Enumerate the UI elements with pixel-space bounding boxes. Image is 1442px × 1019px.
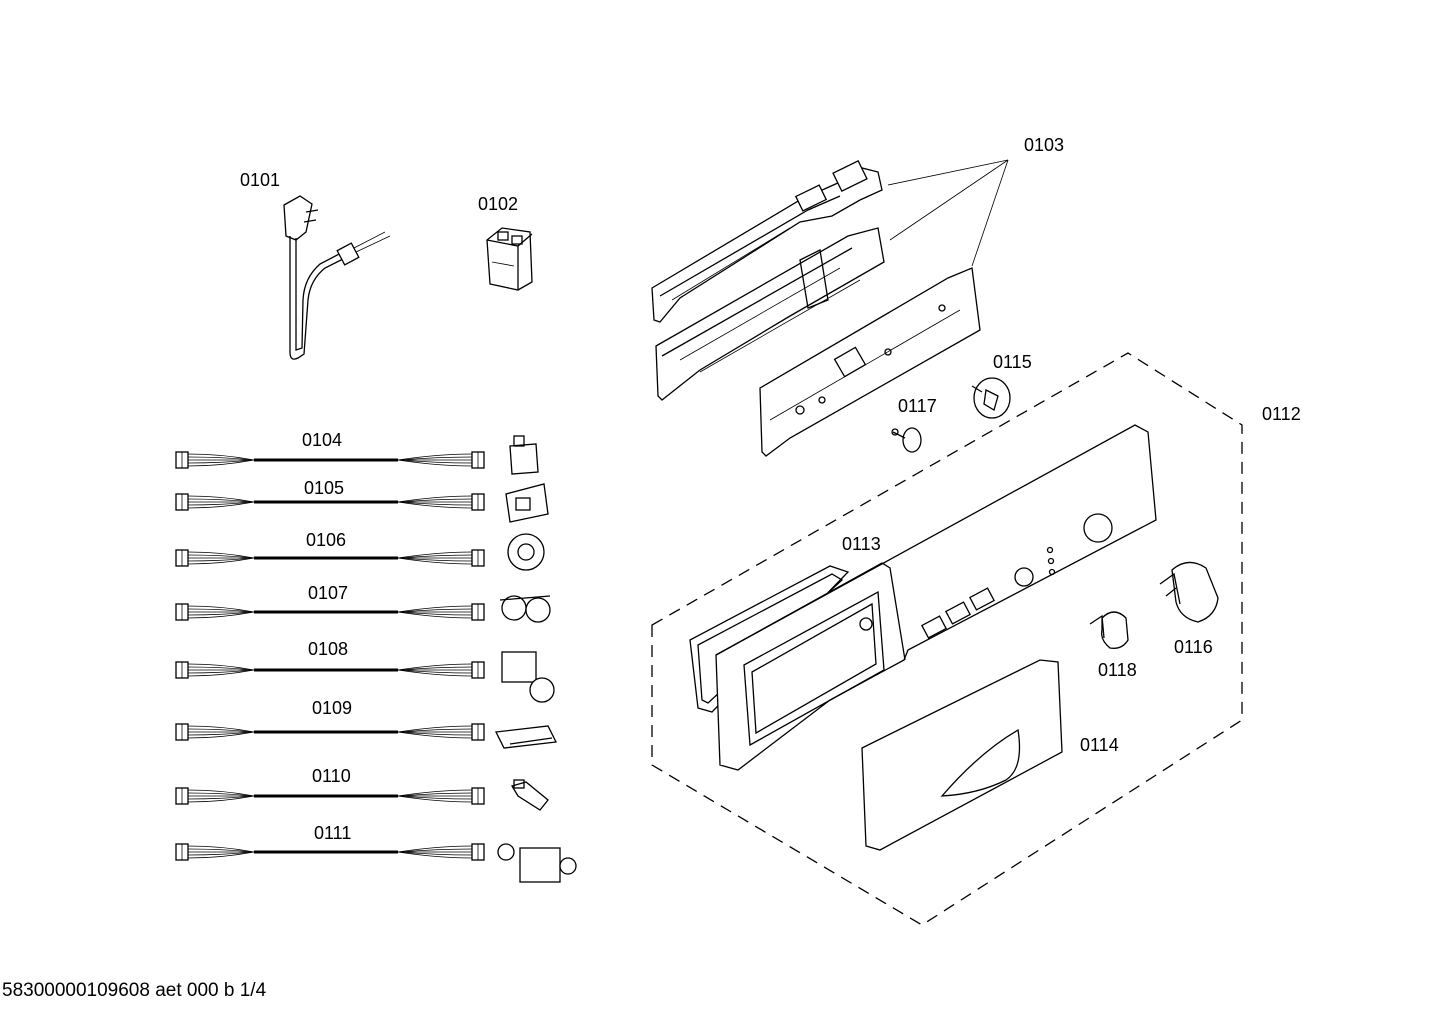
label-0109: 0109 [312, 698, 352, 718]
label-0103: 0103 [1024, 135, 1064, 155]
label-0102: 0102 [478, 194, 518, 214]
label-0113: 0113 [842, 534, 881, 554]
component-0105 [505, 483, 549, 523]
harness-0110 [175, 787, 485, 805]
label-0108: 0108 [308, 639, 348, 659]
label-0117: 0117 [898, 396, 937, 416]
document-footer-code: 58300000109608 aet 000 b 1/4 [2, 980, 267, 1001]
component-0110 [511, 779, 549, 811]
label-0118: 0118 [1098, 660, 1137, 680]
component-0107 [499, 595, 551, 623]
part-0115-knob [971, 377, 1011, 419]
label-0107: 0107 [308, 583, 348, 603]
component-0111 [497, 843, 577, 883]
component-0108 [501, 651, 555, 703]
label-0112: 0112 [1262, 404, 1301, 424]
harness-0105 [175, 493, 485, 511]
label-0110: 0110 [312, 766, 351, 786]
component-0109 [495, 725, 557, 749]
part-0103-electronic-module [651, 159, 1009, 457]
label-0106: 0106 [306, 530, 346, 550]
label-0114: 0114 [1080, 735, 1119, 755]
component-0104 [509, 435, 539, 475]
harness-0109 [175, 723, 485, 741]
part-0102-filter [486, 227, 533, 291]
part-0114-cover [861, 659, 1063, 851]
label-0105: 0105 [304, 478, 344, 498]
harness-0106 [175, 549, 485, 567]
part-0118-knob [1089, 611, 1129, 649]
label-0116: 0116 [1174, 637, 1213, 657]
component-0106 [507, 533, 545, 571]
harness-0104 [175, 451, 485, 469]
wire-harness-list [175, 451, 485, 861]
harness-0108 [175, 661, 485, 679]
part-0112-group-outline [651, 352, 1243, 926]
label-0104: 0104 [302, 430, 342, 450]
label-0115: 0115 [993, 352, 1032, 372]
part-0101-power-cord [283, 195, 391, 360]
label-0101: 0101 [240, 170, 280, 190]
part-0117-spindle [891, 427, 922, 453]
control-panel-fascia [715, 424, 1157, 771]
label-0111: 0111 [314, 823, 351, 843]
harness-0107 [175, 603, 485, 621]
part-0116-knob [1159, 561, 1219, 623]
harness-0111 [175, 843, 485, 861]
